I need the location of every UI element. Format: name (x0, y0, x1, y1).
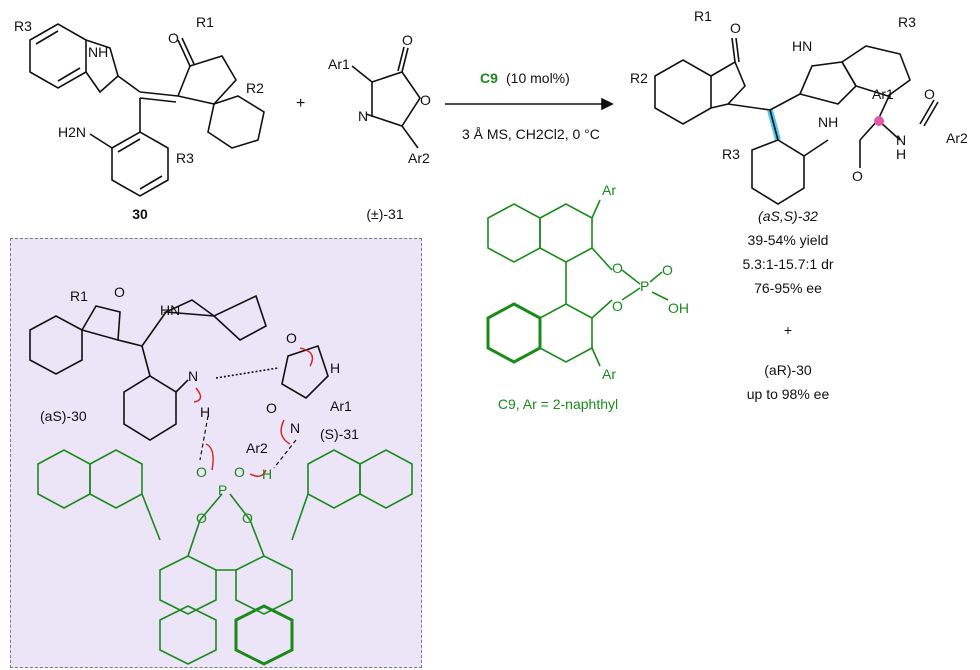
r1-label-32: R1 (694, 8, 712, 24)
mech-cat-o1: O (196, 464, 207, 480)
mechanism-catalyst-structure (37, 449, 413, 666)
mech-o-anion: O (286, 330, 297, 346)
n-label-31: N (358, 108, 369, 124)
mech-cat-o4: O (242, 510, 253, 526)
r3b-label-30: R3 (176, 150, 194, 166)
o-ring-label-31: O (420, 92, 431, 108)
ar1-label-32: Ar1 (872, 86, 894, 102)
catalyst-ar-bottom: Ar (602, 366, 616, 382)
o-label-32: O (730, 20, 741, 36)
plus-sign-products: + (783, 322, 793, 338)
mech-nh: N (188, 368, 199, 384)
nh-label-32: NH (818, 114, 839, 130)
catalyst-c9-structure (486, 199, 669, 367)
product-yield: 39-54% yield (747, 232, 829, 248)
r2-label-32: R2 (630, 70, 648, 86)
o-label-30: O (168, 30, 179, 46)
compound-31-label: (±)-31 (366, 206, 404, 222)
catalyst-oh: OH (668, 300, 689, 316)
compound-32-structure (654, 37, 939, 205)
hbond-dashes (199, 415, 297, 469)
product-ee: 76-95% ee (754, 280, 822, 296)
mech-o: O (114, 284, 125, 300)
conditions-line2: 3 Å MS, CH2Cl2, 0 °C (462, 126, 600, 142)
o-amide-label-32: O (924, 86, 935, 102)
r3-label-32: R3 (898, 14, 916, 30)
mech-cat-h: H (262, 466, 273, 482)
mech-h2: H (330, 360, 341, 376)
mech-o-ring: O (266, 400, 277, 416)
nh-label-30: NH (88, 44, 109, 60)
stereocenter-marker (874, 116, 884, 126)
reaction-arrow (445, 97, 614, 111)
mech-h1: H (200, 404, 211, 420)
mech-azlactone-label: (S)-31 (320, 426, 359, 442)
catalyst-p: P (640, 278, 650, 294)
o-carbonyl-label-31: O (402, 32, 413, 48)
mech-cat-o2: O (234, 464, 245, 480)
curved-arrows (193, 347, 314, 477)
h2n-label-30: H2N (58, 124, 87, 140)
recovered-label: (aR)-30 (764, 362, 812, 378)
catalyst-o-double: O (662, 262, 673, 278)
ar2-label-31: Ar2 (408, 150, 430, 166)
mech-hn: HN (160, 302, 181, 318)
mech-cat-p: P (218, 482, 228, 498)
hn-label-32: HN (792, 38, 813, 54)
mechanism-substrate-structure (29, 294, 329, 441)
mech-r1: R1 (70, 288, 88, 304)
r1-label-30: R1 (196, 14, 214, 30)
r3b-label-32: R3 (722, 146, 740, 162)
compound-30-label: 30 (132, 206, 148, 222)
plus-sign-reactants: + (296, 95, 306, 112)
h-amide-label-32: H (896, 146, 907, 162)
n-amide-label-32: N (896, 132, 907, 148)
r2-label-30: R2 (246, 80, 264, 96)
catalyst-caption: C9, Ar = 2-naphthyl (497, 396, 619, 412)
catalyst-ar-top: Ar (602, 182, 616, 198)
catalyst-o-bottom: O (612, 298, 623, 314)
compound-31-structure (351, 46, 421, 149)
compound-30-structure (29, 23, 265, 197)
product-dr: 5.3:1-15.7:1 dr (742, 256, 834, 272)
ar1-label-31: Ar1 (328, 56, 350, 72)
mech-ar2: Ar2 (246, 440, 268, 456)
catalyst-name: C9 (480, 70, 498, 86)
mech-n: N (290, 420, 301, 436)
catalyst-loading: (10 mol%) (506, 70, 570, 86)
recovered-ee: up to 98% ee (746, 386, 830, 402)
catalyst-o-top: O (612, 260, 623, 276)
mech-cat-o3: O (196, 510, 207, 526)
mech-ar1: Ar1 (330, 398, 352, 414)
r3-label-30: R3 (14, 18, 32, 34)
ar2-label-32: Ar2 (946, 130, 968, 146)
mech-substrate-label: (aS)-30 (40, 408, 87, 424)
product-label: (aS,S)-32 (758, 208, 818, 224)
o-label2-32: O (852, 168, 863, 184)
product-label-text: (aS,S)-32 (758, 208, 818, 224)
